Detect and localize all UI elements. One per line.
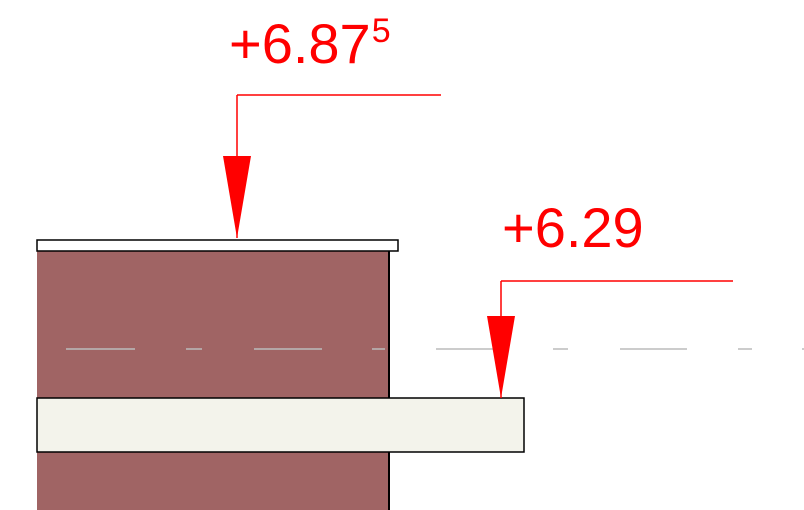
level-label-2-value: +6.29: [502, 196, 644, 259]
level-arrow-1: [223, 156, 251, 238]
level-label-1: +6.875: [229, 14, 391, 72]
level-marker-2: [487, 280, 733, 398]
level-arrow-2: [487, 316, 515, 398]
top-coping[interactable]: [36, 239, 399, 252]
level-marker-1: [223, 94, 441, 238]
level-label-1-value: +6.87: [229, 12, 371, 75]
floor-slab[interactable]: [36, 397, 525, 453]
level-label-1-superscript: 5: [371, 12, 391, 50]
wall-section-lower[interactable]: [37, 452, 389, 510]
wall-section-upper[interactable]: [37, 250, 389, 398]
level-label-2: +6.29: [502, 200, 644, 256]
